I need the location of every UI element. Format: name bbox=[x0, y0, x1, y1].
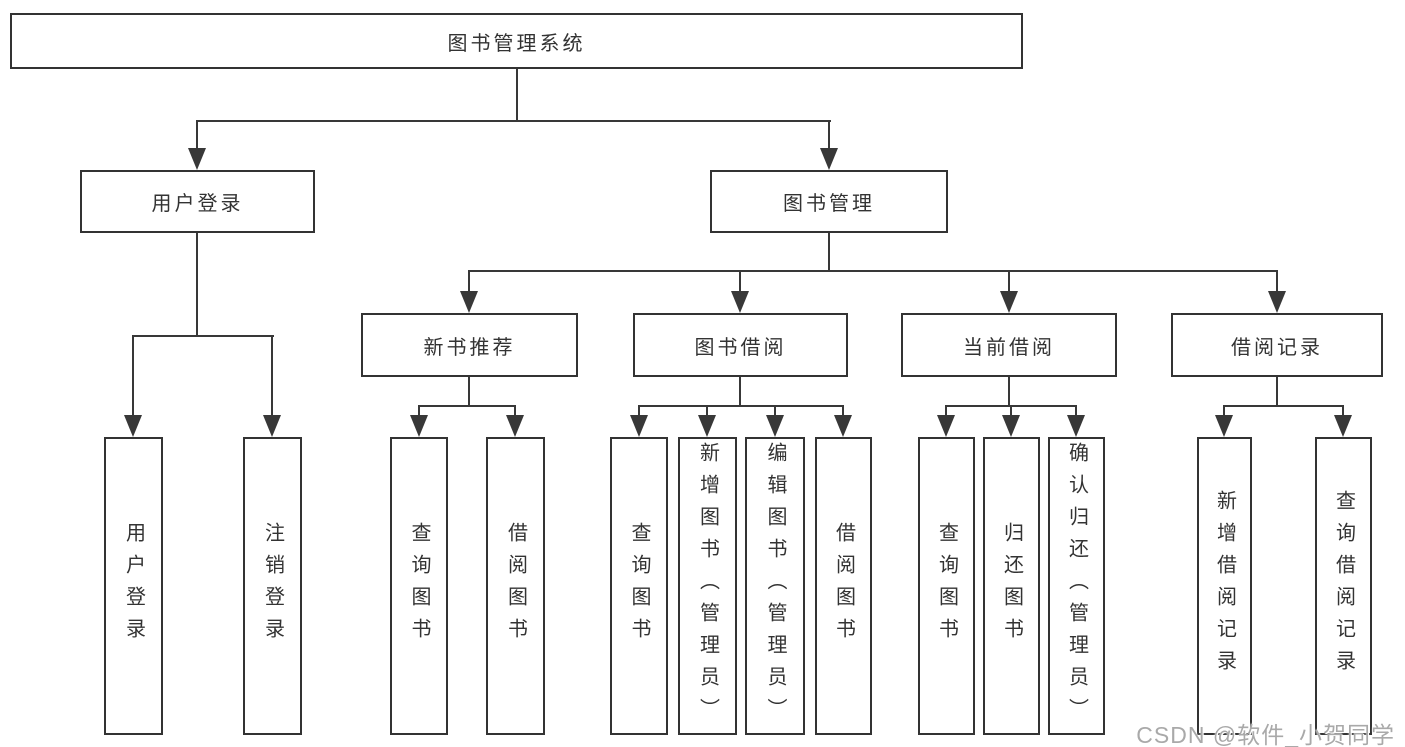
connector-line bbox=[945, 405, 947, 417]
connector-line bbox=[1008, 270, 1010, 293]
connector-line bbox=[1008, 377, 1010, 407]
arrow-down-icon bbox=[820, 148, 838, 170]
connector-line bbox=[774, 405, 776, 417]
arrow-down-icon bbox=[1000, 291, 1018, 313]
connector-line bbox=[706, 405, 708, 417]
connector-line bbox=[196, 120, 198, 150]
leaf-edit-books-admin: 编辑图书（管理员） bbox=[745, 437, 805, 735]
connector-line bbox=[1276, 377, 1278, 407]
leaf-query-borrow-record: 查询借阅记录 bbox=[1315, 437, 1372, 735]
leaf-label: 确认归还（管理员） bbox=[1065, 442, 1088, 730]
leaf-label: 借阅图书 bbox=[832, 522, 855, 650]
arrow-down-icon bbox=[263, 415, 281, 437]
csdn-watermark: CSDN @软件_小贺同学 bbox=[1136, 722, 1395, 747]
connector-line bbox=[842, 405, 844, 417]
arrow-down-icon bbox=[1002, 415, 1020, 437]
connector-line bbox=[271, 335, 273, 417]
connector-line bbox=[1223, 405, 1344, 407]
leaf-label: 用户登录 bbox=[122, 522, 145, 650]
connector-line bbox=[638, 405, 844, 407]
connector-line bbox=[132, 335, 274, 337]
leaf-query-books-borrowing: 查询图书 bbox=[610, 437, 668, 735]
arrow-down-icon bbox=[630, 415, 648, 437]
arrow-down-icon bbox=[937, 415, 955, 437]
leaf-label: 归还图书 bbox=[1000, 522, 1023, 650]
leaf-label: 注销登录 bbox=[261, 522, 284, 650]
leaf-label: 编辑图书（管理员） bbox=[764, 442, 786, 730]
arrow-down-icon bbox=[766, 415, 784, 437]
arrow-down-icon bbox=[188, 148, 206, 170]
connector-line bbox=[1075, 405, 1077, 417]
arrow-down-icon bbox=[698, 415, 716, 437]
leaf-add-books-admin: 新增图书（管理员） bbox=[678, 437, 737, 735]
leaf-logout: 注销登录 bbox=[243, 437, 302, 735]
node-book-management: 图书管理 bbox=[710, 170, 948, 233]
connector-line bbox=[1223, 405, 1225, 417]
connector-line bbox=[516, 69, 518, 122]
leaf-confirm-return-admin: 确认归还（管理员） bbox=[1048, 437, 1105, 735]
leaf-query-books-current: 查询图书 bbox=[918, 437, 975, 735]
leaf-borrow-books: 借阅图书 bbox=[815, 437, 872, 735]
leaf-return-books: 归还图书 bbox=[983, 437, 1040, 735]
connector-line bbox=[468, 270, 1278, 272]
leaf-label: 新增图书（管理员） bbox=[696, 442, 719, 730]
node-new-book-recommendation: 新书推荐 bbox=[361, 313, 578, 377]
arrow-down-icon bbox=[1268, 291, 1286, 313]
connector-line bbox=[1342, 405, 1344, 417]
arrow-down-icon bbox=[731, 291, 749, 313]
leaf-label: 查询图书 bbox=[935, 522, 958, 650]
arrow-down-icon bbox=[124, 415, 142, 437]
connector-line bbox=[468, 377, 470, 407]
connector-line bbox=[828, 120, 830, 150]
leaf-query-books-recommend: 查询图书 bbox=[390, 437, 448, 735]
connector-line bbox=[196, 233, 198, 337]
connector-line bbox=[638, 405, 640, 417]
arrow-down-icon bbox=[460, 291, 478, 313]
node-library-management-system: 图书管理系统 bbox=[10, 13, 1023, 69]
connector-line bbox=[418, 405, 516, 407]
connector-line bbox=[1010, 405, 1012, 417]
leaf-label: 查询借阅记录 bbox=[1332, 490, 1355, 682]
connector-line bbox=[196, 120, 831, 122]
connector-line bbox=[1276, 270, 1278, 293]
leaf-borrow-books-recommend: 借阅图书 bbox=[486, 437, 545, 735]
leaf-label: 查询图书 bbox=[628, 522, 650, 650]
node-borrowing-records: 借阅记录 bbox=[1171, 313, 1383, 377]
node-user-login: 用户登录 bbox=[80, 170, 315, 233]
arrow-down-icon bbox=[1334, 415, 1352, 437]
node-book-borrowing: 图书借阅 bbox=[633, 313, 848, 377]
leaf-label: 查询图书 bbox=[408, 522, 430, 650]
connector-line bbox=[468, 270, 470, 293]
leaf-label: 新增借阅记录 bbox=[1213, 490, 1236, 682]
connector-line bbox=[739, 270, 741, 293]
leaf-user-login: 用户登录 bbox=[104, 437, 163, 735]
connector-line bbox=[418, 405, 420, 417]
arrow-down-icon bbox=[1067, 415, 1085, 437]
leaf-add-borrow-record: 新增借阅记录 bbox=[1197, 437, 1252, 735]
leaf-label: 借阅图书 bbox=[504, 522, 527, 650]
node-current-borrowing: 当前借阅 bbox=[901, 313, 1117, 377]
connector-line bbox=[828, 233, 830, 272]
arrow-down-icon bbox=[410, 415, 428, 437]
arrow-down-icon bbox=[834, 415, 852, 437]
connector-line bbox=[514, 405, 516, 417]
arrow-down-icon bbox=[506, 415, 524, 437]
connector-line bbox=[739, 377, 741, 407]
connector-line bbox=[132, 335, 134, 417]
arrow-down-icon bbox=[1215, 415, 1233, 437]
